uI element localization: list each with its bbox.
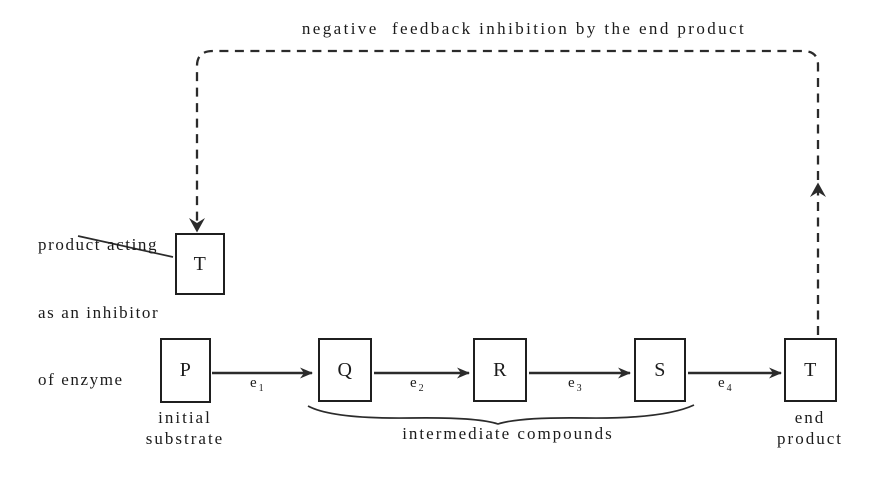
feedback-inhibition-caption: negative feedback inhibition by the end … <box>301 19 747 38</box>
end-product-line2: product <box>777 429 843 448</box>
initial-substrate-caption: initial substrate <box>110 407 260 449</box>
node-box-end-product-t: T <box>784 338 837 402</box>
inhibitor-note-line2: as an inhibitor <box>38 302 160 322</box>
node-box-inhibitor-t: T <box>175 233 225 295</box>
enzyme-e1-base: e <box>250 375 257 391</box>
enzyme-e3-base: e <box>568 375 575 391</box>
enzyme-e2-sub: 2 <box>418 383 424 394</box>
inhibitor-note-line3: of enzyme <box>38 370 124 389</box>
end-product-line1: end <box>794 408 826 427</box>
initial-substrate-line1: initial <box>158 408 212 427</box>
node-box-p: P <box>160 338 211 403</box>
intermediate-brace <box>307 404 695 425</box>
enzyme-e4-sub: 4 <box>726 383 732 394</box>
inhibitor-note-line1: product acting <box>38 235 159 254</box>
end-product-caption: end product <box>735 407 882 449</box>
intermediate-compounds-caption: intermediate compounds <box>402 424 614 443</box>
feedback-down-arrowhead-icon <box>189 218 205 233</box>
node-box-r: R <box>473 338 527 402</box>
node-box-q: Q <box>318 338 372 402</box>
enzyme-e3-sub: 3 <box>576 383 582 394</box>
enzyme-e1-sub: 1 <box>258 383 264 394</box>
note-leader-line <box>77 235 174 258</box>
node-box-s: S <box>634 338 686 402</box>
enzyme-e4-base: e <box>718 375 725 391</box>
feedback-loop-dashed-line <box>195 49 820 335</box>
enzyme-e2-base: e <box>410 375 417 391</box>
inhibitor-note: product acting as an inhibitor of enzyme <box>38 189 159 437</box>
initial-substrate-line2: substrate <box>145 429 225 448</box>
feedback-up-arrowhead-icon <box>810 182 826 197</box>
